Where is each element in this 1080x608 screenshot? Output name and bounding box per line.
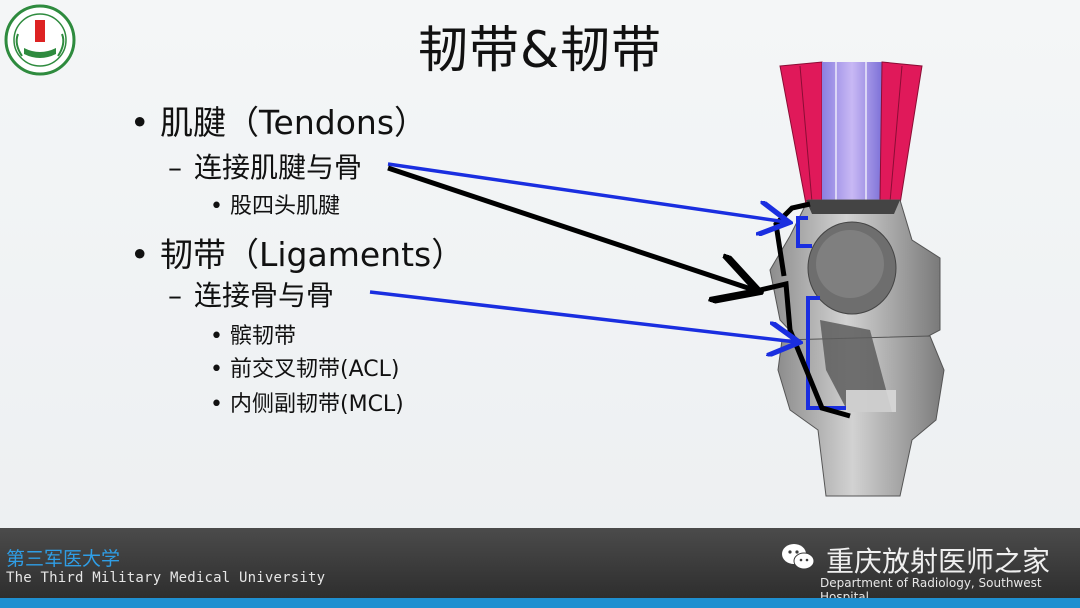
footer-accent-strip [0, 598, 1080, 608]
university-logo-icon [4, 4, 76, 76]
sub-sub-bullet-patellar: •髌韧带 [210, 324, 297, 349]
bullet-text: 连接骨与骨 [194, 279, 335, 312]
sub-sub-bullet-quadriceps: •股四头肌腱 [210, 194, 341, 219]
bullet-text: 股四头肌腱 [230, 194, 341, 219]
wechat-icon [782, 544, 815, 570]
quadriceps-tendon-model [779, 61, 923, 205]
watermark-text: 重庆放射医师之家 [826, 545, 1051, 578]
sub-bullet-bone-bone: –连接骨与骨 [168, 279, 335, 312]
slide-title: 韧带&韧带 [418, 21, 662, 79]
bullet-text: 肌腱（Tendons） [160, 103, 428, 142]
sub-sub-bullet-acl: •前交叉韧带(ACL) [210, 357, 400, 382]
bullet-ligaments: •韧带（Ligaments） [130, 235, 465, 274]
university-name-en: The Third Military Medical University [6, 570, 326, 586]
arrow-bone-bone [369, 290, 796, 342]
knee-diagram [369, 61, 945, 497]
bullet-text: 内侧副韧带(MCL) [230, 392, 404, 417]
sub-bullet-tendon-bone: –连接肌腱与骨 [168, 151, 363, 184]
bullet-text: 前交叉韧带(ACL) [230, 357, 400, 382]
footer-bar: 第三军医大学 The Third Military Medical Univer… [0, 528, 1080, 604]
bullet-tendons: •肌腱（Tendons） [130, 103, 428, 142]
bullet-text: 髌韧带 [230, 324, 297, 349]
sub-sub-bullet-mcl: •内侧副韧带(MCL) [210, 392, 404, 417]
university-name-cn: 第三军医大学 [6, 548, 121, 570]
knee-bones-model [769, 199, 945, 497]
arrow-tendon [387, 162, 786, 222]
bullet-text: 韧带（Ligaments） [160, 235, 465, 274]
bullet-text: 连接肌腱与骨 [194, 151, 363, 184]
arrow-ligament-black [387, 165, 754, 290]
